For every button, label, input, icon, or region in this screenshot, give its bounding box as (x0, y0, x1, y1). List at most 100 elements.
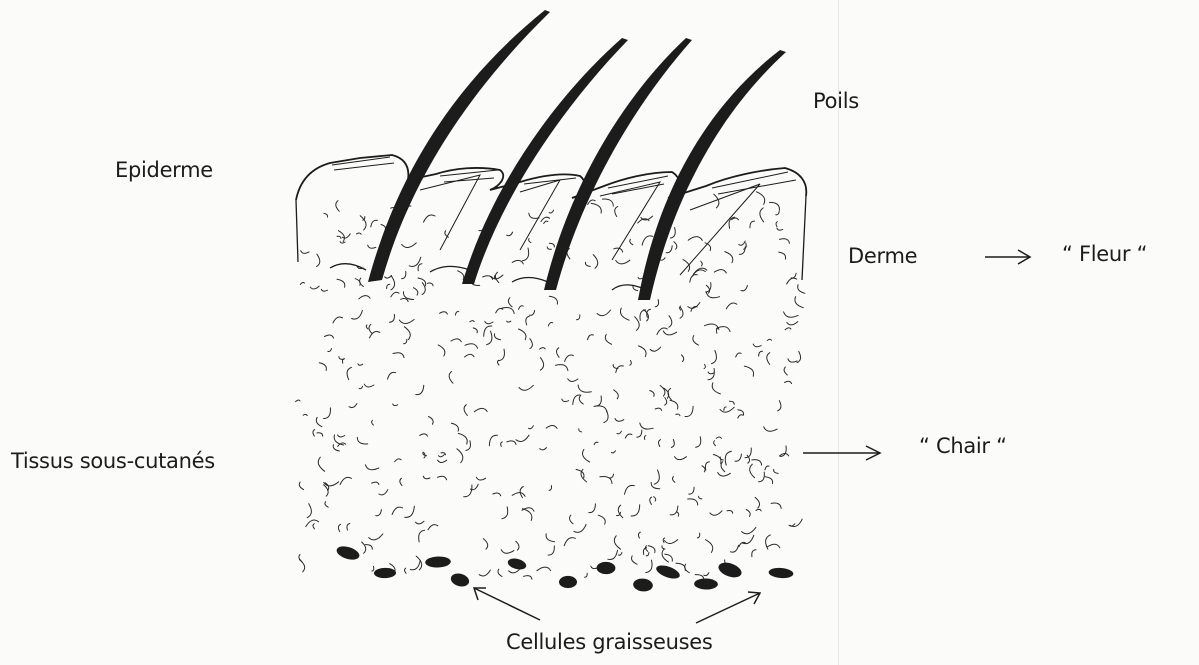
fat-cells-arrow-left (474, 588, 540, 620)
tissue-fiber (712, 351, 717, 364)
label-grain: “ Fleur “ (1062, 242, 1147, 266)
tissue-fiber (516, 541, 519, 550)
tissue-fiber (476, 477, 485, 480)
tissue-fiber (498, 569, 502, 576)
tissue-fiber (365, 545, 372, 550)
tissue-fiber (730, 545, 738, 552)
tissue-fiber (738, 410, 744, 415)
label-hairs: Poils (813, 89, 859, 113)
tissue-fiber (317, 433, 323, 436)
label-fat-cells: Cellules graisseuses (506, 630, 713, 654)
tissue-fiber (777, 228, 783, 230)
tissue-fiber (369, 534, 383, 540)
tissue-fiber (779, 252, 786, 259)
tissue-fiber (516, 435, 529, 441)
tissue-fiber (585, 573, 588, 577)
tissue-fiber (756, 509, 761, 511)
tissue-fiber (474, 408, 487, 411)
tissue-fiber (371, 220, 378, 227)
tissue-fiber (410, 560, 420, 570)
tissue-fiber (465, 354, 474, 357)
tissue-fiber (720, 407, 734, 412)
tissue-fiber (325, 502, 328, 508)
fat-cells-arrow-right (696, 592, 760, 623)
tissue-fiber (693, 336, 699, 346)
hair-1 (368, 10, 550, 282)
tissue-fiber (760, 208, 764, 222)
tissue-fiber (625, 434, 632, 438)
tissue-fiber (549, 296, 557, 304)
tissue-fiber (615, 419, 624, 422)
tissue-fiber (704, 364, 705, 368)
tissue-fiber (451, 423, 458, 431)
tissue-fiber (685, 406, 693, 416)
tissue-fiber (620, 308, 629, 320)
tissue-fiber (424, 215, 436, 222)
tissue-fiber (372, 566, 374, 571)
tissue-fiber (557, 348, 560, 358)
tissue-fiber (755, 497, 759, 508)
tissue-fiber (714, 441, 716, 446)
tissue-fiber (519, 385, 533, 390)
tissue-fiber (716, 437, 721, 438)
fat-cell (596, 562, 615, 575)
tissue-fiber (776, 222, 777, 227)
tissue-fiber (710, 511, 722, 515)
tissue-fiber (616, 260, 630, 264)
tissue-fiber (349, 404, 357, 408)
tissue-fiber (369, 324, 372, 333)
tissue-fiber (395, 459, 401, 462)
tissue-fiber (440, 312, 448, 314)
tissue-fiber (418, 264, 422, 271)
tissue-fiber (795, 297, 803, 308)
tissue-fiber (646, 553, 649, 556)
tissue-fiber (359, 296, 370, 299)
tissue-fiber (767, 339, 771, 340)
tissue-fiber (705, 462, 709, 470)
tissue-fiber (665, 540, 678, 544)
tissue-fiber (438, 476, 447, 480)
tissue-fiber (501, 550, 514, 554)
tissue-fiber (429, 417, 434, 425)
tissue-fiber (787, 322, 798, 325)
tissue-fiber (451, 339, 461, 342)
skin-outline (296, 155, 806, 200)
tissue-fiber (404, 339, 407, 343)
tissue-fiber (402, 272, 406, 279)
tissue-fiber (405, 506, 415, 517)
tissue-fiber (458, 433, 467, 444)
tissue-fiber (785, 381, 792, 383)
tissue-fiber (676, 414, 680, 416)
tissue-fiber (780, 239, 790, 244)
tissue-fiber (640, 310, 646, 321)
tissue-fiber (402, 243, 417, 248)
tissue-fiber (750, 464, 755, 478)
tissue-fiber (790, 519, 802, 526)
tissue-fiber (739, 247, 745, 254)
tissue-fiber (642, 236, 653, 245)
tissue-fiber (726, 303, 737, 309)
fat-cell (335, 544, 361, 562)
tissue-fiber (466, 441, 471, 451)
hair-4 (638, 50, 786, 300)
tissue-fiber (540, 348, 546, 349)
tissue-fiber (400, 478, 402, 485)
tissue-fiber (549, 243, 554, 247)
tissue-fiber (418, 278, 426, 286)
tissue-fiber (583, 449, 590, 462)
hairs (368, 10, 786, 300)
fat-cell (374, 568, 396, 579)
tissue-fiber (324, 408, 331, 419)
tissue-fiber (712, 383, 720, 394)
tissue-fiber (648, 546, 655, 553)
subcutaneous-tissue (296, 192, 805, 581)
tissue-fiber (301, 251, 309, 254)
tissue-fiber (608, 550, 618, 559)
tissue-fiber (713, 455, 721, 464)
tissue-fiber (729, 401, 734, 404)
tissue-fiber (706, 540, 713, 553)
tissue-fiber (570, 515, 573, 524)
tissue-fiber (646, 560, 652, 573)
tissue-fiber (473, 328, 477, 333)
tissue-fiber (529, 213, 539, 218)
